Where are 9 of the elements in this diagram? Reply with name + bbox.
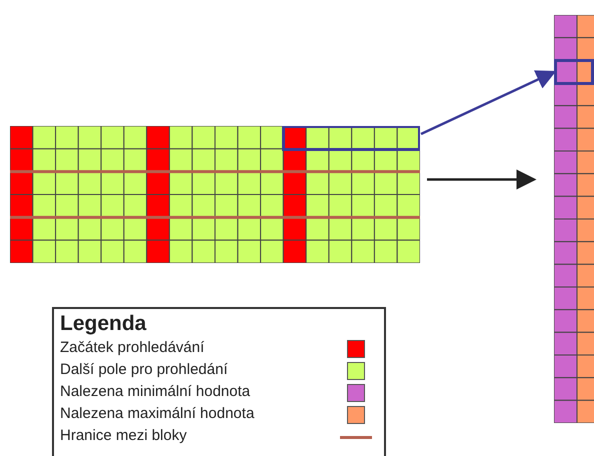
highlight-frame: [554, 59, 594, 85]
legend-label: Hranice mezi bloky: [60, 427, 187, 444]
highlight-frame: [282, 126, 420, 151]
legend-label: Nalezena maximální hodnota: [60, 405, 254, 422]
arrow: [427, 170, 536, 190]
legend-label: Začátek prohledávání: [60, 339, 204, 356]
legend-title: Legenda: [60, 312, 146, 336]
legend-label: Další pole pro prohledání: [60, 361, 228, 378]
legend-label: Nalezena minimální hodnota: [60, 383, 250, 400]
